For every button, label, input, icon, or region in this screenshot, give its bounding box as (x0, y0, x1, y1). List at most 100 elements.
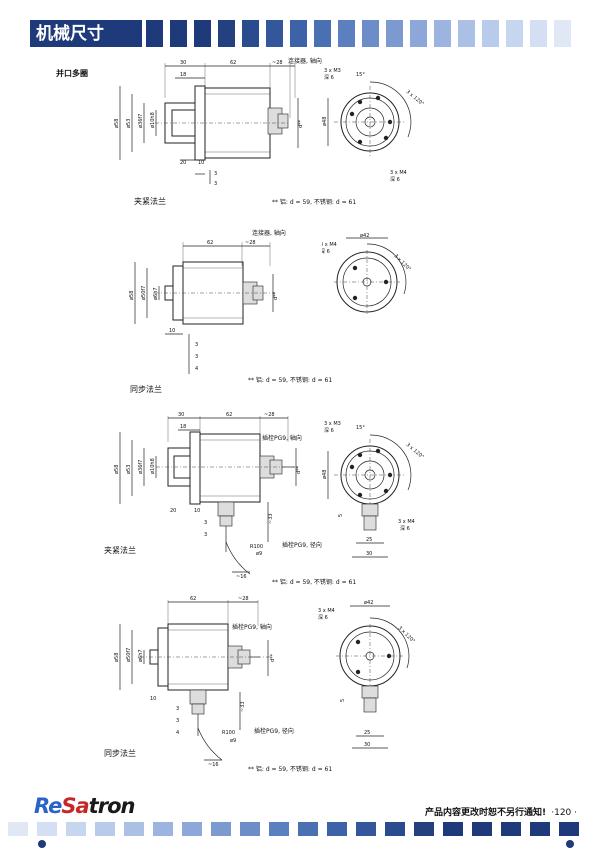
header-square (410, 20, 427, 47)
svg-text:4: 4 (195, 366, 198, 372)
svg-text:d**: d** (270, 653, 276, 662)
svg-text:~28: ~28 (272, 60, 283, 66)
svg-text:ø58: ø58 (114, 465, 120, 474)
svg-text:ø6h7: ø6h7 (153, 287, 159, 300)
svg-text:4: 4 (176, 730, 179, 736)
header-square (194, 20, 211, 47)
footer-notice: 产品内容更改时恕不另行通知! ·120 · (425, 805, 577, 818)
svg-text:深 6: 深 6 (318, 614, 328, 621)
header-square (146, 20, 163, 47)
footer-square (153, 822, 173, 836)
footer-square (124, 822, 144, 836)
logo-re: Re (34, 794, 62, 818)
header-square (362, 20, 379, 47)
svg-text:ø9: ø9 (256, 551, 262, 557)
svg-text:~16: ~16 (208, 762, 219, 768)
svg-text:ø42: ø42 (360, 233, 369, 239)
svg-text:3 x M4: 3 x M4 (318, 608, 335, 614)
drawing-2-side: 62~28 ø58 ø50f7 ø6h7 d** 10 334 (129, 240, 279, 374)
svg-text:ø9: ø9 (230, 738, 236, 744)
header-square (386, 20, 403, 47)
logo-sa: Sa (61, 794, 89, 818)
svg-text:ø48: ø48 (322, 470, 328, 479)
svg-text:ø58: ø58 (114, 653, 120, 662)
drawing-3-front: 3 x M3深 6 15° 3 x 120° ø48 3 x M4深 6 253… (322, 421, 425, 558)
footer-square (95, 822, 115, 836)
header-square (530, 20, 547, 47)
section-3-note: ** 铝: d = 59, 不锈钢: d = 61 (272, 579, 357, 586)
svg-text:深 6: 深 6 (322, 248, 330, 255)
svg-text:深 6: 深 6 (390, 176, 400, 183)
svg-text:3 x 120°: 3 x 120° (405, 89, 426, 108)
svg-text:62: 62 (190, 596, 196, 602)
footer-square (356, 822, 376, 836)
footer-dot-left (38, 840, 46, 848)
svg-text:~28: ~28 (238, 596, 249, 602)
svg-text:3: 3 (214, 181, 217, 187)
section-3-connector: 插栓PG9, 轴向 (262, 435, 302, 442)
footer-square (559, 822, 579, 836)
svg-text:~16: ~16 (236, 574, 247, 580)
svg-text:ø53: ø53 (126, 465, 132, 474)
svg-text:25: 25 (366, 537, 372, 543)
section-3-connector-radial: 插栓PG9, 径向 (282, 542, 322, 549)
footer-square (530, 822, 550, 836)
svg-text:ø10h8: ø10h8 (150, 458, 156, 474)
footer-dot-right (566, 840, 574, 848)
footer-square (472, 822, 492, 836)
svg-text:3 x M3: 3 x M3 (324, 421, 341, 427)
svg-text:30: 30 (178, 412, 184, 418)
svg-text:ø53: ø53 (126, 119, 132, 128)
resatron-logo: ReSatron (34, 794, 136, 818)
svg-text:3: 3 (195, 354, 198, 360)
svg-text:ø50f7: ø50f7 (141, 286, 147, 300)
svg-text:5: 5 (338, 514, 344, 517)
footer-notice-text: 产品内容更改时恕不另行通知! (424, 808, 547, 818)
svg-text:10: 10 (150, 696, 156, 702)
header-square (458, 20, 475, 47)
header-square (170, 20, 187, 47)
svg-text:5: 5 (340, 699, 346, 702)
svg-text:3 x M4: 3 x M4 (390, 170, 407, 176)
section-2-label: 同步法兰 (130, 385, 162, 394)
svg-text:3: 3 (176, 706, 179, 712)
svg-text:3: 3 (214, 171, 217, 177)
svg-text:18: 18 (180, 72, 186, 78)
svg-text:ø58: ø58 (129, 291, 135, 300)
section-4-note: ** 铝: d = 59, 不锈钢: d = 61 (248, 766, 333, 773)
logo-tron: tron (88, 794, 136, 818)
svg-text:10: 10 (169, 328, 175, 334)
svg-text:3: 3 (204, 532, 207, 538)
header-square (266, 20, 283, 47)
svg-text:R100: R100 (250, 544, 263, 550)
section-1-connector: 连接器, 轴向 (288, 58, 322, 65)
footer-square (414, 822, 434, 836)
footer-square (327, 822, 347, 836)
header-square (482, 20, 499, 47)
svg-text:3 x M3: 3 x M3 (324, 68, 341, 74)
svg-text:62: 62 (230, 60, 236, 66)
svg-text:30: 30 (180, 60, 186, 66)
header-square (434, 20, 451, 47)
svg-text:3: 3 (195, 342, 198, 348)
svg-text:18: 18 (180, 424, 186, 430)
section-2-connector: 连接器, 轴向 (252, 230, 286, 237)
svg-text:30: 30 (364, 742, 370, 748)
drawing-2-front: ø42 3 x M4深 6 3 x 120° (322, 233, 412, 314)
footer-square (269, 822, 289, 836)
footer-square (37, 822, 57, 836)
footer-square (385, 822, 405, 836)
header-bar (30, 20, 142, 47)
header-square (554, 20, 571, 47)
section-1-label: 夹紧法兰 (134, 197, 166, 206)
section-4-connector: 插栓PG9, 轴向 (232, 624, 272, 631)
svg-text:ø58: ø58 (114, 119, 120, 128)
svg-text:3: 3 (176, 718, 179, 724)
footer-square (501, 822, 521, 836)
svg-text:10: 10 (194, 508, 200, 514)
section-1-note: ** 铝: d = 59, 不锈钢: d = 61 (272, 199, 357, 206)
svg-text:10: 10 (198, 160, 204, 166)
svg-text:d**: d** (296, 465, 302, 474)
header-square (242, 20, 259, 47)
